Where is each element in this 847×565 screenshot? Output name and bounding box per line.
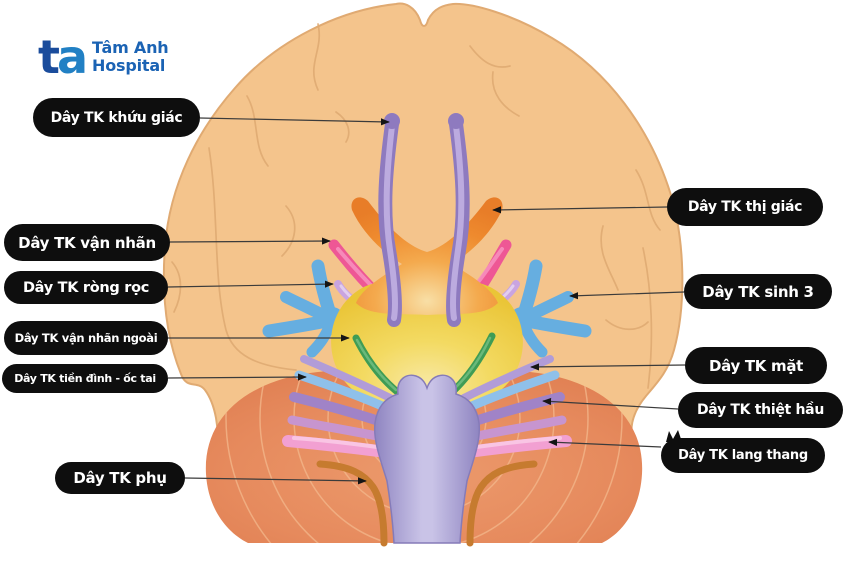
label-optic-nerve: Dây TK thị giác: [667, 188, 823, 226]
leader-olfactory: [199, 117, 390, 126]
leader-facial: [530, 363, 686, 371]
leader-optic: [492, 206, 668, 214]
label-accessory-nerve: Dây TK phụ: [55, 462, 185, 494]
leader-vagus: [548, 438, 662, 448]
label-abducens-nerve: Dây TK vận nhãn ngoài: [4, 321, 168, 355]
olfactory-tract-shapes: [378, 113, 470, 327]
label-facial-nerve: Dây TK mặt: [685, 347, 827, 384]
label-glossopharyngeal-nerve: Dây TK thiệt hầu: [678, 392, 843, 428]
facial-nerve-left: [300, 355, 394, 402]
pons-shape: [331, 281, 523, 416]
hospital-logo-text: Tâm Anh Hospital: [92, 38, 169, 75]
hospital-name: Tâm Anh: [92, 38, 169, 58]
accessory-nerve-shapes: [316, 460, 538, 547]
vestibulocochlear-nerve-right: [460, 370, 560, 414]
label-vestibulocochlear-nerve: Dây TK tiền đình - ốc tai: [2, 364, 168, 393]
vestibulocochlear-nerve-left: [294, 370, 394, 414]
leader-trochlear: [167, 280, 334, 288]
label-trigeminal-nerve: Dây TK sinh 3: [684, 274, 832, 309]
leader-glossopharyngeal: [542, 397, 679, 410]
hospital-word: Hospital: [92, 56, 166, 75]
label-oculomotor-nerve: Dây TK vận nhãn: [4, 224, 170, 261]
vagus-nerve-left: [282, 435, 392, 458]
leader-lines: [167, 117, 686, 485]
leader-accessory: [184, 477, 367, 485]
hospital-logo: ta Tâm Anh Hospital: [38, 30, 169, 84]
label-trochlear-nerve: Dây TK ròng rọc: [4, 271, 168, 304]
label-olfactory-nerve: Dây TK khứu giác: [33, 98, 200, 137]
leader-oculomotor: [169, 237, 331, 245]
label-vagus-nerve: Dây TK lang thang: [661, 438, 825, 473]
leader-vestibulocochlear: [167, 373, 307, 381]
brainstem-shape: [373, 374, 481, 544]
hospital-logo-mark: ta: [38, 30, 88, 84]
leader-trigeminal: [569, 291, 685, 300]
facial-nerve-right: [460, 355, 554, 402]
cerebrum-shape: [162, 2, 684, 491]
